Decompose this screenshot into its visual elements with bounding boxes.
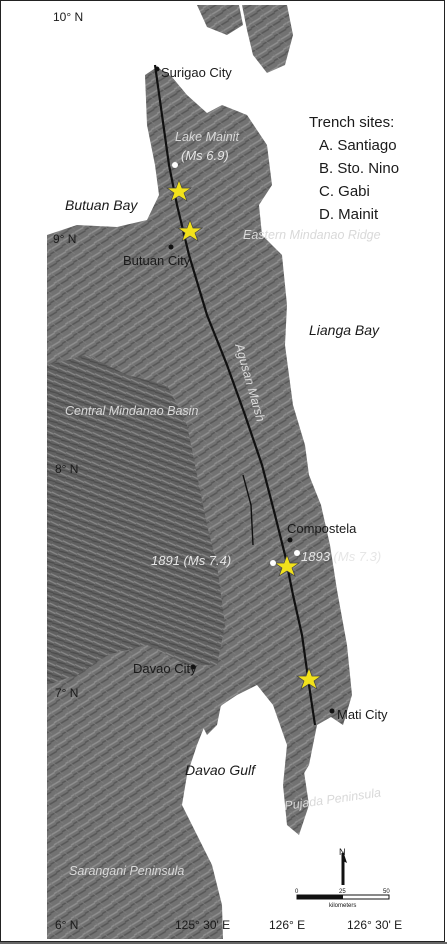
eastern-mindanao-label: Eastern Mindanao Ridge: [243, 228, 381, 242]
lon-125-30-label: 125° 30' E: [175, 918, 230, 932]
epicenter-1893-dot: [294, 550, 300, 556]
epicenter-1891-dot: [270, 560, 276, 566]
legend-item-c: C. Gabi: [319, 183, 370, 200]
legend-item-d: D. Mainit: [319, 206, 379, 223]
scale-label-50: 50: [383, 889, 390, 895]
surigao-dot: [154, 66, 160, 72]
quake-1891-label: 1891 (Ms 7.4): [151, 553, 231, 568]
island-northwest: [197, 5, 243, 35]
scale-bar: 0 25 50 kilometers: [295, 889, 390, 909]
mati-dot: [329, 708, 335, 714]
central-basin-relief: [47, 355, 225, 685]
lat-9-label: 9° N: [53, 232, 76, 246]
lake-mainit-label: Lake Mainit: [175, 130, 239, 144]
scale-label-0: 0: [295, 889, 299, 895]
compostela-label: Compostela: [287, 521, 357, 536]
island-north: [242, 5, 293, 73]
lat-10-label: 10° N: [53, 10, 83, 24]
davao-gulf-label: Davao Gulf: [185, 762, 257, 778]
mati-label: Mati City: [337, 707, 388, 722]
trench-star-d: [295, 667, 323, 690]
lat-6-label: 6° N: [55, 918, 78, 932]
trench-star-c: [273, 554, 301, 577]
relief-map: 10° N 9° N 8° N 7° N 6° N 126° E 126° 30…: [47, 5, 443, 939]
lon-126-30-label: 126° 30' E: [347, 918, 402, 932]
lon-126-label: 126° E: [269, 918, 305, 932]
lat-7-label: 7° N: [55, 686, 78, 700]
legend-item-a: A. Santiago: [319, 137, 397, 154]
samal-island: [197, 665, 223, 735]
davao-label: Davao City: [133, 661, 197, 676]
scale-unit-label: kilometers: [329, 903, 356, 909]
pujada-peninsula: [283, 745, 309, 835]
compostela-dot: [287, 537, 293, 543]
lianga-bay-label: Lianga Bay: [309, 322, 380, 338]
scale-label-25: 25: [339, 889, 346, 895]
sarangani-label: Sarangani Peninsula: [69, 864, 184, 878]
davao-dot: [190, 664, 196, 670]
philippine-fault-line: [153, 64, 317, 726]
butuan-label: Butuan City: [123, 253, 191, 268]
trench-sites-legend: Trench sites: A. Santiago B. Sto. Nino C…: [309, 114, 399, 223]
epicenter-1879-dot: [172, 162, 178, 168]
bottom-strip: [0, 942, 447, 944]
legend-title: Trench sites:: [309, 114, 394, 131]
quake-1893-label: 1893 (Ms 7.3): [301, 549, 381, 564]
trench-star-b: [176, 219, 204, 242]
lat-8-label: 8° N: [55, 462, 78, 476]
butuan-bay-label: Butuan Bay: [65, 197, 138, 213]
fault-branch: [242, 474, 254, 546]
butuan-dot: [168, 244, 174, 250]
central-mindanao-label: Central Mindanao Basin: [65, 404, 198, 418]
quake-1879-label: (Ms 6.9): [181, 148, 229, 163]
north-label: N: [339, 847, 346, 857]
north-arrow-icon: N: [339, 847, 347, 885]
surigao-label: Surigao City: [161, 65, 232, 80]
trench-star-a: [165, 179, 193, 202]
legend-item-b: B. Sto. Nino: [319, 160, 399, 177]
